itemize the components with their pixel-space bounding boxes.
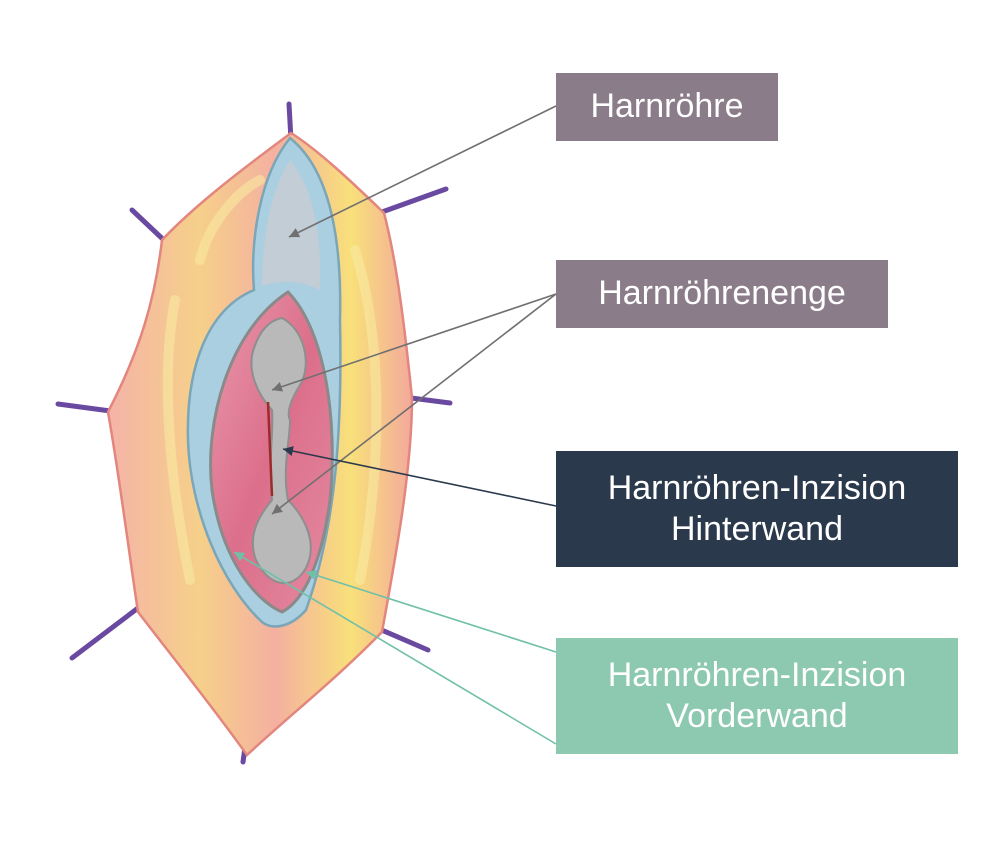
label-urethral-stricture-text: Harnröhrenenge xyxy=(598,274,846,313)
callout-lines xyxy=(233,105,557,745)
label-posterior-line1: Harnröhren-Inzision xyxy=(607,468,907,507)
label-anterior-wall-incision: Harnröhren-Inzision Vorderwand xyxy=(556,638,958,754)
label-anterior-line1: Harnröhren-Inzision xyxy=(607,655,907,694)
label-posterior-line2: Hinterwand xyxy=(671,510,843,548)
arrow-posterior-incision xyxy=(282,446,557,507)
label-posterior-wall-incision: Harnröhren-Inzision Hinterwand xyxy=(556,451,958,567)
suture-lower-left xyxy=(69,605,141,661)
tissue-texture xyxy=(162,175,382,585)
incision-line xyxy=(266,401,274,497)
label-urethral-stricture: Harnröhrenenge xyxy=(556,260,888,328)
arrow-anterior-incision-right xyxy=(305,570,557,653)
label-urethra: Harnröhre xyxy=(556,73,778,141)
arrow-stricture-upper xyxy=(271,293,557,392)
suture-lower-right xyxy=(374,625,431,653)
arrow-stricture-lower xyxy=(271,293,557,515)
suture-upper-right xyxy=(379,186,449,215)
label-urethra-text: Harnröhre xyxy=(590,87,744,126)
suture-mid-right xyxy=(408,395,453,406)
arrow-anterior-incision-left xyxy=(233,551,557,745)
arrow-urethra xyxy=(288,105,557,238)
urethra-lumen-shading xyxy=(262,160,321,290)
label-anterior-line2: Vorderwand xyxy=(666,697,848,735)
